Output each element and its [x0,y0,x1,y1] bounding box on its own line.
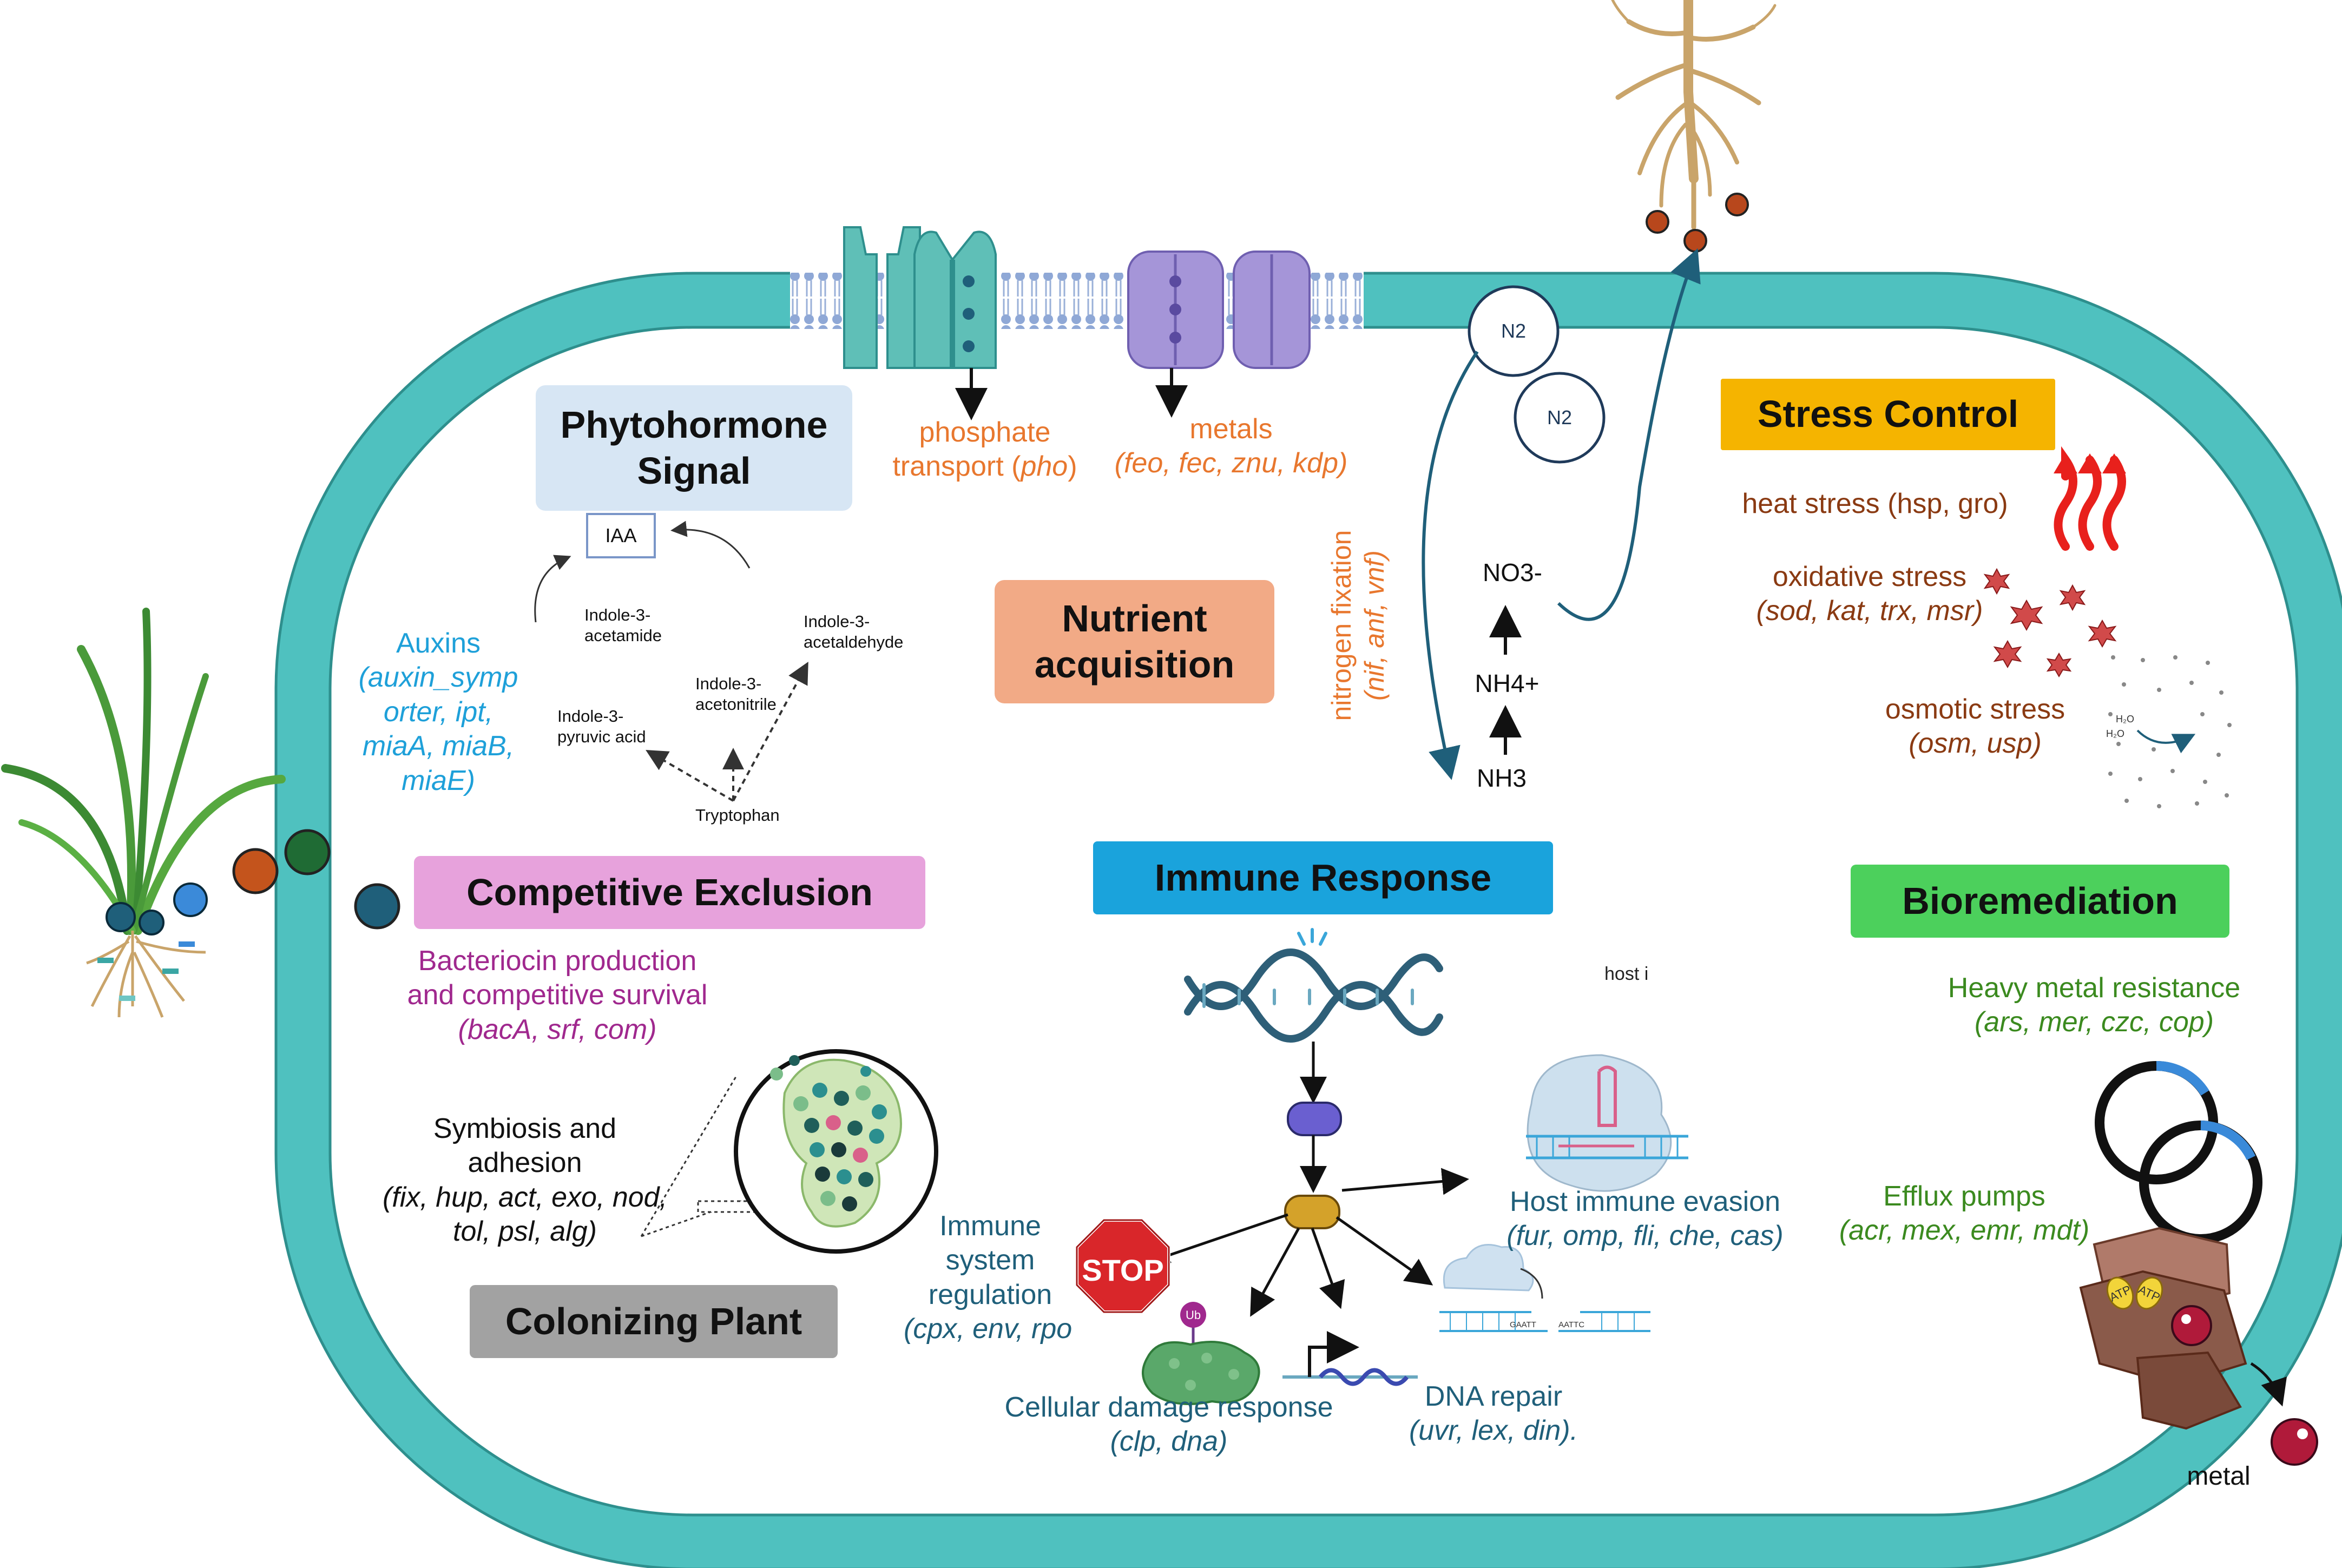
biofilm-icon [770,1055,902,1228]
root-bacterium [1683,229,1707,253]
nutrient-box: Nutrient acquisition [995,580,1274,703]
n2-circle [1514,372,1606,464]
seq-label: AATTC [1558,1320,1584,1329]
dna-repair-label: DNA repair (uvr, lex, din). [1409,1381,1578,1447]
ros-icons [1983,568,2117,677]
efflux-pump-icon [2079,1227,2247,1430]
indole-acetamide-label: Indole-3- acetamide [584,605,662,645]
iaa-box [586,513,656,558]
colonizing-plant-box: Colonizing Plant [470,1285,838,1358]
cellular-damage-label: Cellular damage response (clp, dna) [1004,1392,1333,1458]
heat-stress-label: heat stress (hsp, gro) [1742,488,2008,519]
no3-label: NO3- [1483,558,1542,587]
root-icon [1611,0,1777,230]
indole-acetaldehyde-label: Indole-3- acetaldehyde [804,612,904,651]
immune-response-box: Immune Response [1093,841,1553,914]
gene-expression-icon [1282,1331,1418,1386]
metal-ion-icon [2271,1418,2318,1466]
nh4-label: NH4+ [1475,669,1540,697]
plasmid-icon [2095,1060,2262,1244]
osmotic-dots-icon [2108,655,2232,808]
metal-channel-icon [1127,251,1311,369]
ub-label: Ub [1186,1308,1201,1322]
indole-acetonitrile-label: Indole-3- acetonitrile [695,674,777,714]
n2-circle [1468,285,1560,377]
immune-evasion-label: Host immune evasion (fur, omp, fli, che,… [1506,1186,1784,1252]
stop-label: STOP [1082,1253,1163,1287]
auxins-label: Auxins (auxin_symp orter, ipt, miaA, mia… [358,628,518,796]
seq-label: GAATT [1510,1320,1536,1329]
crispr-complex-icon [1526,1054,1688,1192]
phosphate-channel-icon [843,226,997,369]
root-bacterium [1725,193,1749,216]
signal-node-purple [1287,1102,1342,1136]
plant-root-bacteria [97,882,208,1001]
phytohormone-box: Phytohormone Signal [536,385,852,511]
host-cut-label: host i [1604,964,1649,984]
efflux-pumps-label: Efflux pumps (acr, mex, emr, mdt) [1839,1181,2090,1247]
plant-roots-icon [86,931,206,1018]
tryptophan-label: Tryptophan [695,806,780,825]
bacterium-orange [232,848,279,894]
nh3-label: NH3 [1476,764,1527,792]
nitrogen-fixation-label: nitrogen fixation (nif, anf, vnf) [1326,530,1390,721]
symbiosis-label: Symbiosis and adhesion (fix, hup, act, e… [382,1113,668,1248]
signal-node-gold [1284,1195,1340,1229]
iaa-label: IAA [605,524,637,546]
bacterium-teal [354,883,400,930]
ubiquitin-protein-icon [1142,1302,1260,1405]
bioremediation-box: Bioremediation [1851,865,2229,938]
metals-label: metals (feo, fec, znu, kdp) [1114,413,1348,479]
h2o-label: H₂O [2106,728,2124,739]
root-bacterium [1646,210,1669,234]
dna-helix-icon [1184,928,1443,1043]
heavy-metal-label: Heavy metal resistance (ars, mer, czc, c… [1948,972,2241,1038]
phosphate-label: phosphate transport (pho) [892,417,1077,483]
metal-label: metal [2187,1462,2251,1491]
n2-label: N2 [1501,320,1527,342]
bacteriocin-label: Bacteriocin production and competitive s… [407,945,708,1045]
immune-regulation-label: Immune system regulation (cpx, env, rpo [904,1210,1073,1345]
n2-label: N2 [1547,406,1573,429]
bacterium-green [284,829,331,875]
h2o-label: H₂O [2116,714,2134,724]
oxidative-stress-label: oxidative stress (sod, kat, trx, msr) [1756,561,1983,627]
indole-pyruvic-label: Indole-3- pyruvic acid [557,707,646,746]
competitive-exclusion-box: Competitive Exclusion [414,856,925,929]
osmotic-stress-label: osmotic stress (osm, usp) [1885,694,2065,760]
stress-control-box: Stress Control [1721,379,2055,450]
dna-strand-icon [1439,1311,1650,1332]
